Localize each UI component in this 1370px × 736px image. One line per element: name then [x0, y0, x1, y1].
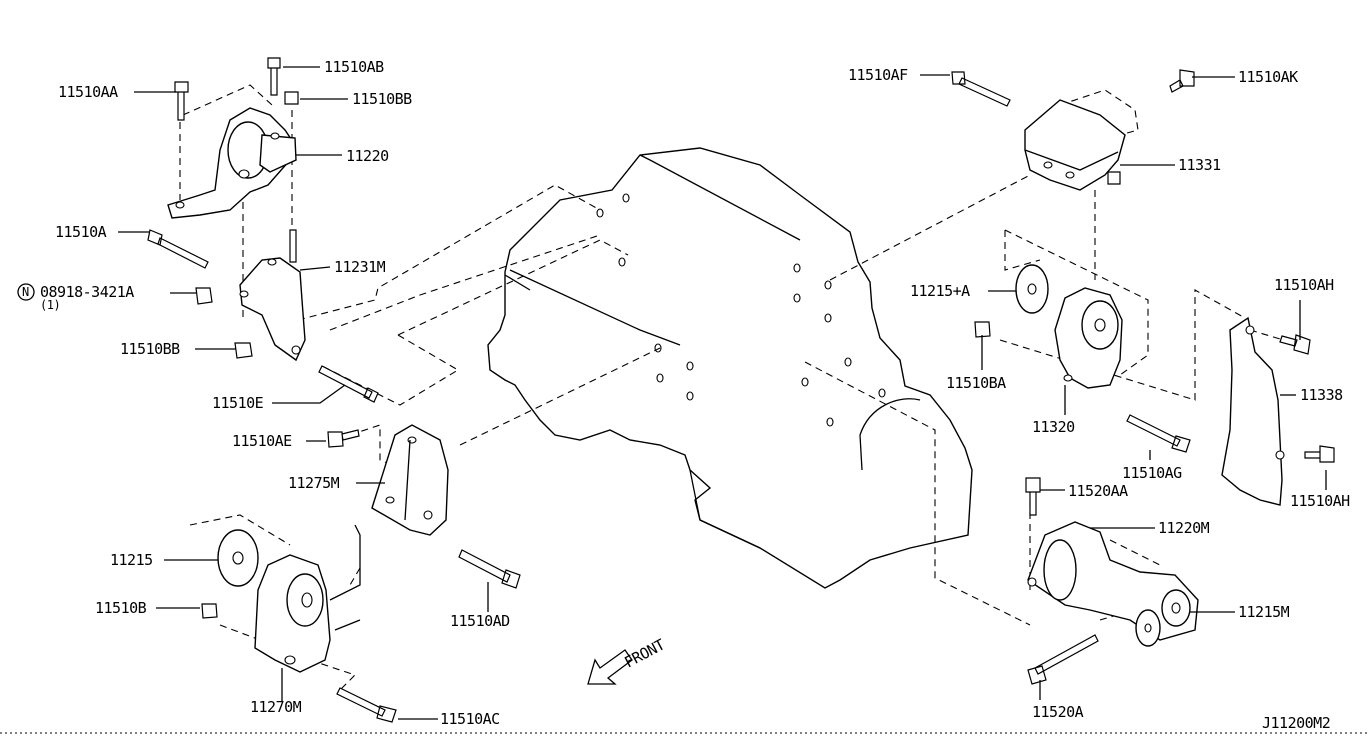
label-11510AG: 11510AG [1122, 464, 1182, 482]
label-11215-A: 11215+A [910, 282, 970, 300]
label-11510A: 11510A [55, 223, 107, 241]
label-11510AH-top: 11510AH [1274, 276, 1334, 294]
label-08918-3421A: 08918-3421A [40, 283, 134, 301]
label-11231M: 11231M [334, 258, 386, 276]
label-11510BA: 11510BA [946, 374, 1006, 392]
label-11510AA: 11510AA [58, 83, 118, 101]
drawing-id: J11200M2 [1262, 714, 1330, 732]
label-11215: 11215 [110, 551, 153, 569]
label-11520AA: 11520AA [1068, 482, 1128, 500]
front-arrow [587, 649, 633, 685]
bracket-11275M [371, 424, 449, 536]
engine-block [487, 147, 973, 589]
label-11520A: 11520A [1032, 703, 1084, 721]
bracket-11231M [239, 229, 306, 362]
bolts-left [147, 57, 521, 723]
label-11215M: 11215M [1238, 603, 1290, 621]
label-11510E: 11510E [212, 394, 264, 412]
label-11220: 11220 [346, 147, 389, 165]
label-11331: 11331 [1178, 156, 1221, 174]
label-11510BB-low: 11510BB [120, 340, 180, 358]
n-symbol-circle [17, 283, 35, 301]
label-11510AE: 11510AE [232, 432, 292, 450]
front-label: FRONT [621, 635, 668, 671]
label-11510AF: 11510AF [848, 66, 908, 84]
label-11320: 11320 [1032, 418, 1075, 436]
n-symbol: N [22, 285, 29, 299]
mount-11320 [974, 264, 1191, 453]
label-11510AK: 11510AK [1238, 68, 1298, 86]
label-11510AB: 11510AB [324, 58, 384, 76]
label-11275M: 11275M [288, 474, 340, 492]
label-11510BB-top: 11510BB [352, 90, 412, 108]
label-11510B: 11510B [95, 599, 147, 617]
mount-insulator-11220 [167, 107, 297, 219]
label-11270M: 11270M [250, 698, 302, 716]
mount-11270M [217, 524, 361, 673]
label-08918-qty: (1) [40, 298, 60, 312]
label-11510AC: 11510AC [440, 710, 500, 728]
leader-lines [118, 66, 1327, 720]
label-11338: 11338 [1300, 386, 1343, 404]
bracket-11331 [951, 69, 1195, 191]
bracket-11338 [1221, 316, 1335, 506]
callout-labels: 11510AA 11510AB 11510BB 11220 11510A 112… [17, 58, 1351, 732]
mount-11220M [1025, 477, 1199, 685]
label-11510AD: 11510AD [450, 612, 510, 630]
label-11220M: 11220M [1158, 519, 1210, 537]
label-11510AH-low: 11510AH [1290, 492, 1350, 510]
